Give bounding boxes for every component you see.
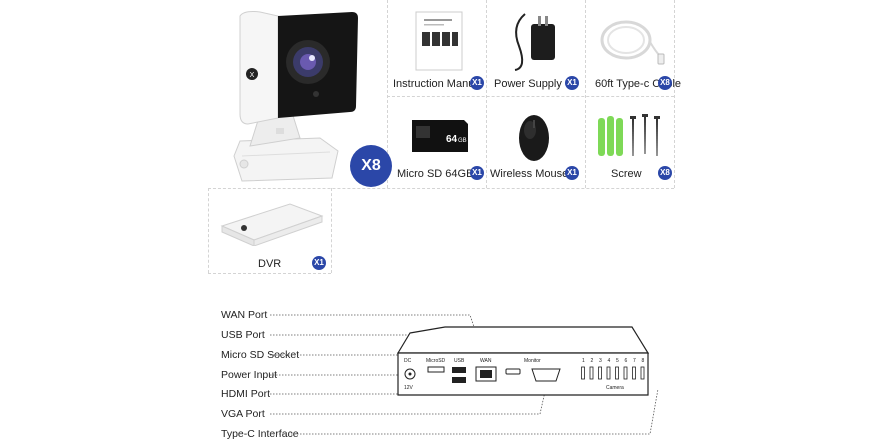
dvr-label: DVR <box>258 258 282 270</box>
camera-channel-number: 2 <box>591 358 594 364</box>
camera-channel-port <box>589 366 594 380</box>
camera-channel-port <box>606 366 611 380</box>
camera-channel-number: 8 <box>642 358 645 364</box>
camera-quantity-badge: X8 <box>350 145 392 187</box>
camera-channel-number: 1 <box>582 358 585 364</box>
grid-divider <box>674 0 675 188</box>
cable-quantity-badge: X8 <box>658 76 672 90</box>
panel-wan-text: WAN <box>480 358 492 364</box>
screw-icon <box>598 114 660 156</box>
screw-product <box>594 112 666 160</box>
grid-divider <box>387 96 674 97</box>
port-label-hdmi: HDMI Port <box>221 388 271 400</box>
mouse-quantity-badge: X1 <box>565 166 579 180</box>
grid-divider <box>585 0 586 188</box>
power-supply-quantity-badge: X1 <box>565 76 579 90</box>
manual-product <box>410 10 470 72</box>
port-label-microsd: Micro SD Socket <box>221 349 300 361</box>
cable-icon <box>600 20 665 65</box>
camera-channel-number: 4 <box>608 358 611 364</box>
grid-divider <box>208 273 331 274</box>
camera-channel-port <box>598 366 602 380</box>
grid-divider <box>486 0 487 188</box>
panel-usb-text: USB <box>454 358 465 364</box>
port-label-power: Power Input <box>221 369 278 381</box>
camera-channel-number: 7 <box>633 358 636 364</box>
mouse-product <box>514 112 554 164</box>
dvr-icon <box>220 203 324 247</box>
camera-channel-port <box>632 366 636 380</box>
sd-card-label: Micro SD 64GB <box>397 168 474 180</box>
camera-channel-port <box>615 366 619 380</box>
port-label-usb: USB Port <box>221 329 265 341</box>
grid-divider <box>208 188 209 273</box>
power-adapter-icon <box>514 13 555 71</box>
sd-card-product: 64 GB <box>410 116 472 156</box>
panel-camera-text: Camera <box>606 385 624 391</box>
port-label-typec: Type-C Interface <box>221 428 299 440</box>
sd-card-capacity: 64 <box>446 134 458 145</box>
dvr-product <box>216 198 326 247</box>
power-supply-label: Power Supply <box>494 78 562 90</box>
sd-card-icon: 64 GB <box>412 120 468 152</box>
manual-quantity-badge: X1 <box>470 76 484 90</box>
panel-dc-volt-text: 12V <box>404 385 414 391</box>
screw-quantity-badge: X8 <box>658 166 672 180</box>
camera-channel-port <box>581 366 585 380</box>
camera-channel-port <box>640 366 645 380</box>
sd-card-capacity-unit: GB <box>458 138 467 144</box>
port-label-wan: WAN Port <box>221 309 268 321</box>
mouse-icon <box>519 115 549 161</box>
grid-divider <box>387 0 388 188</box>
panel-microsd-text: MicroSD <box>426 358 446 364</box>
grid-divider <box>208 188 674 189</box>
sd-card-quantity-badge: X1 <box>470 166 484 180</box>
manual-label: Instruction Manual <box>393 78 483 90</box>
manual-icon <box>415 11 463 71</box>
svg-text:X: X <box>250 72 255 79</box>
cable-product <box>596 12 666 70</box>
camera-image: X <box>233 11 358 182</box>
power-supply-product <box>505 6 567 72</box>
camera-channel-port <box>623 366 628 380</box>
camera-channel-number: 6 <box>625 358 628 364</box>
screw-label: Screw <box>611 168 642 180</box>
panel-monitor-text: Monitor <box>524 358 541 364</box>
panel-dc-text: DC <box>404 358 412 364</box>
grid-divider <box>331 188 332 273</box>
camera-channel-number: 5 <box>616 358 619 364</box>
port-label-vga: VGA Port <box>221 408 265 420</box>
dvr-quantity-badge: X1 <box>312 256 326 270</box>
camera-channel-number: 3 <box>599 358 602 364</box>
mouse-label: Wireless Mouse <box>490 168 569 180</box>
